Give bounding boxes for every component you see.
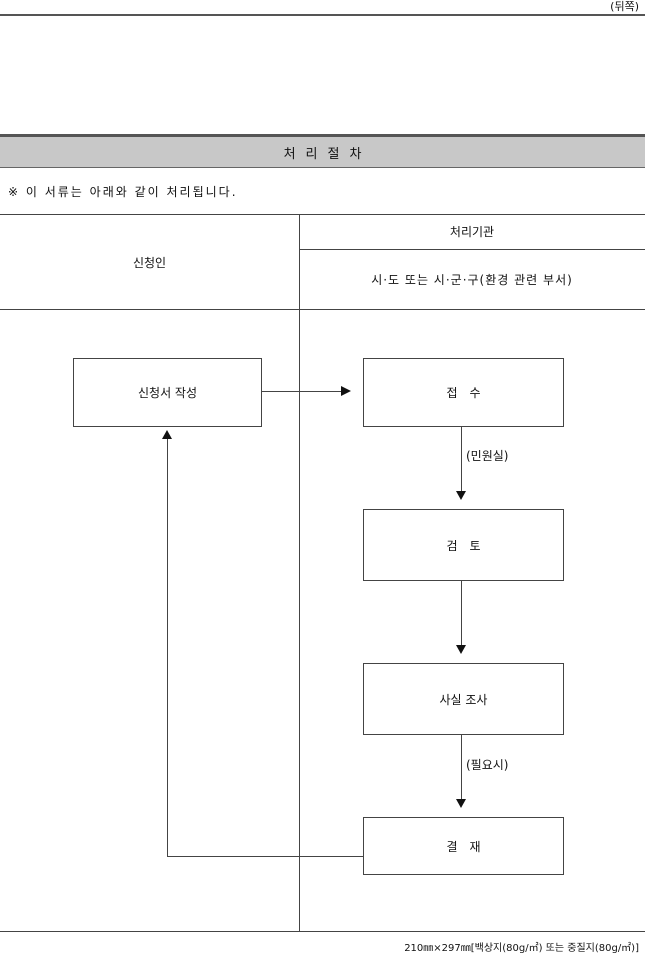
apply-box: 신청서 작성 (73, 358, 262, 427)
applicant-header: 신청인 (132, 256, 167, 270)
investigate-label: 사실 조사 (439, 692, 488, 707)
receive-to-review-arrowhead (456, 491, 466, 500)
review-label: 검토 (446, 538, 493, 553)
section-title: 처리절차 (283, 146, 372, 162)
apply-to-receive-line (262, 391, 342, 392)
review-box: 검토 (363, 509, 564, 581)
receive-label: 접수 (446, 386, 493, 400)
receive-to-review-line (461, 427, 462, 491)
review-to-investigate-line (461, 581, 462, 645)
return-up-line (167, 438, 168, 857)
investigate-to-approve-arrowhead (456, 799, 466, 808)
investigate-box: 사실 조사 (363, 663, 564, 735)
processing-note: ※ 이 서류는 아래와 같이 처리됩니다. (8, 185, 238, 199)
approve-box: 결재 (363, 817, 564, 875)
apply-to-receive-arrowhead (341, 386, 351, 396)
apply-label: 신청서 작성 (137, 386, 197, 400)
agency-detail: 시·도 또는 시·군·구(환경 관련 부서) (371, 273, 573, 287)
investigate-note: (필요시) (466, 758, 509, 772)
approve-return-line (167, 856, 363, 857)
page-side-label: (뒤쪽) (610, 0, 639, 13)
top-rule (0, 14, 645, 16)
table-top-rule (0, 214, 645, 215)
table-bottom-rule (0, 931, 645, 932)
table-header-bottom-rule (0, 309, 645, 310)
section-title-bar: 처리절차 (0, 134, 645, 168)
receive-box: 접수 (363, 358, 564, 427)
paper-spec-footer: 210㎜×297㎜[백상지(80g/㎡) 또는 중질지(80g/㎡)] (404, 943, 639, 954)
review-to-investigate-arrowhead (456, 645, 466, 654)
return-arrowhead (162, 430, 172, 439)
investigate-to-approve-line (461, 735, 462, 799)
agency-header: 처리기관 (449, 225, 495, 239)
receive-note: (민원실) (466, 449, 509, 463)
approve-label: 결재 (446, 839, 493, 854)
column-divider (299, 214, 300, 932)
agency-header-divider (299, 249, 645, 250)
